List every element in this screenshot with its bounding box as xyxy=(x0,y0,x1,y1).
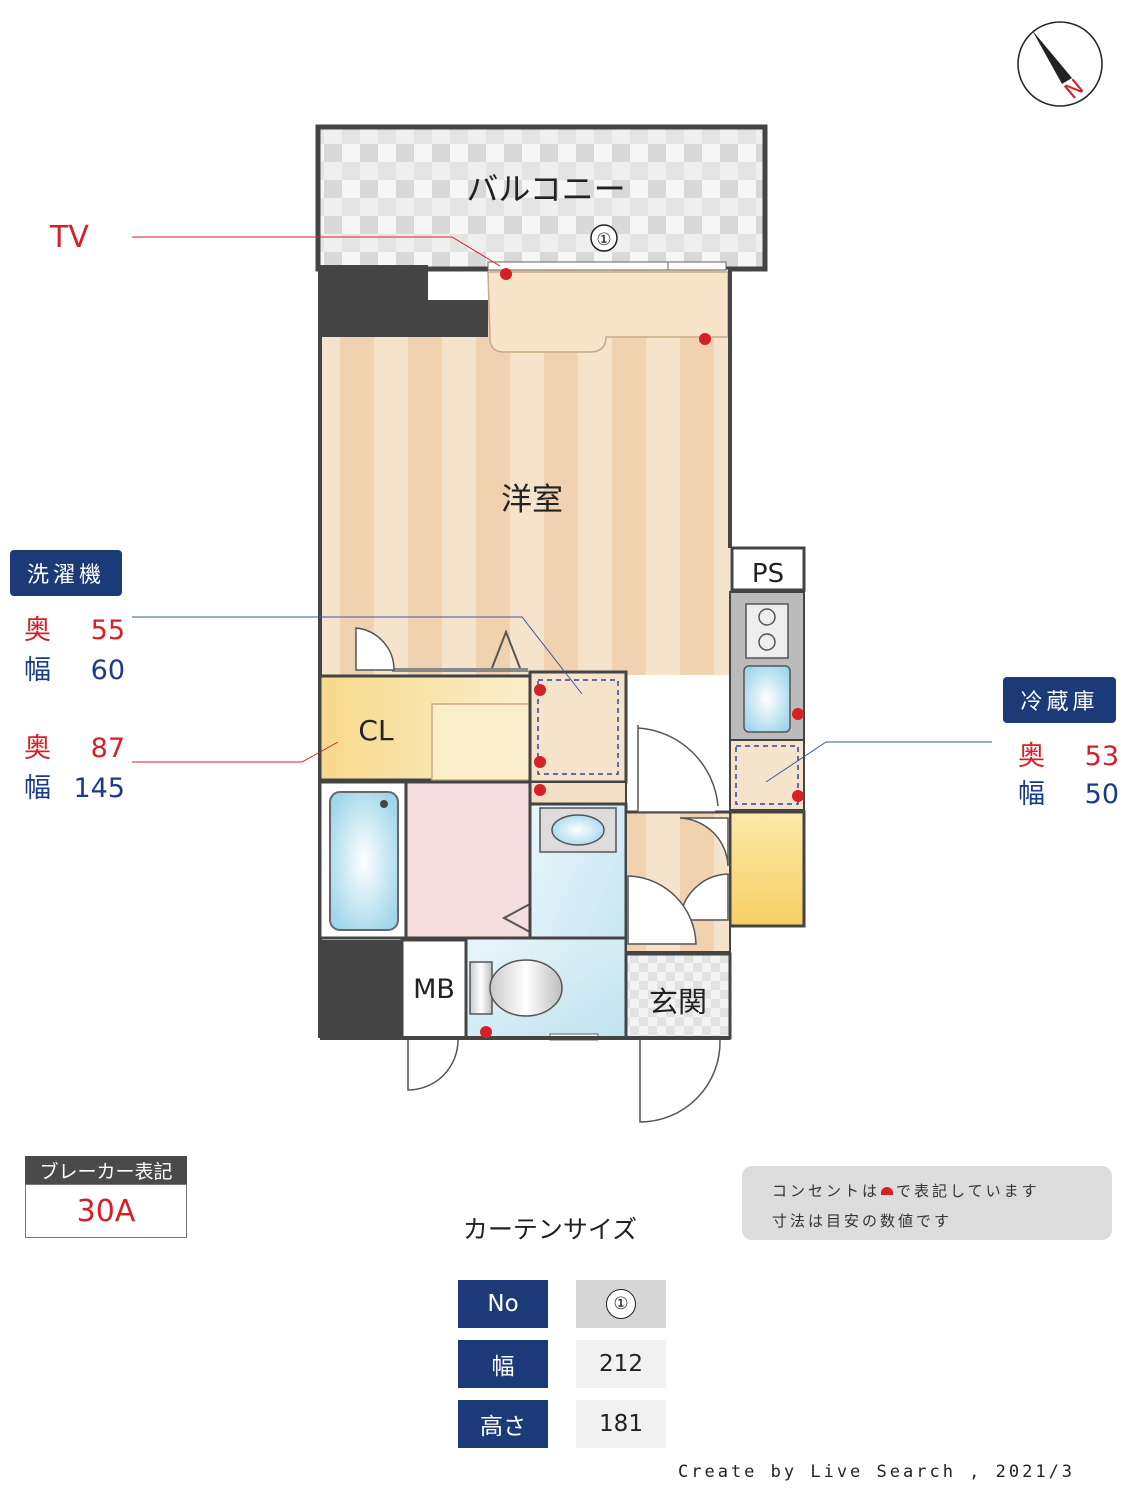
fridge-depth: 奥 53 xyxy=(1018,734,1119,773)
wash-area xyxy=(404,780,532,940)
fridge-width: 幅 50 xyxy=(1018,772,1119,811)
closet-width-label: 幅 xyxy=(24,773,51,804)
washer-space xyxy=(537,679,619,775)
western-room-label: 洋室 xyxy=(501,482,563,518)
credit-text: Create by Live Search , 2021/3 xyxy=(678,1462,1076,1482)
western-room-floor xyxy=(320,337,730,675)
note-line-1-pre: コンセントは xyxy=(772,1182,881,1200)
washer-width-value: 60 xyxy=(90,655,125,686)
fridge-title: 冷蔵庫 xyxy=(1003,677,1116,723)
bathtub xyxy=(329,791,399,931)
mb-box xyxy=(400,938,468,1040)
curtain-title: カーテンサイズ xyxy=(462,1215,638,1244)
wall-block xyxy=(428,300,488,337)
breaker-value: 30A xyxy=(25,1184,187,1238)
closet-label: CL xyxy=(358,714,394,747)
wall-block xyxy=(318,940,402,1038)
outlet-icon xyxy=(534,756,546,768)
outlet-markers xyxy=(480,268,804,1038)
burner-icon xyxy=(758,608,776,626)
toilet-tank xyxy=(469,961,493,1015)
floor-plan: バルコニー ① 洋室 CL PS MB 玄関 xyxy=(132,124,992,1123)
outlet-icon xyxy=(792,790,804,802)
washer-width: 幅 60 xyxy=(24,648,125,687)
outlet-icon xyxy=(534,784,546,796)
kitchen-sink xyxy=(743,665,791,733)
closet-leader-line xyxy=(132,741,339,763)
fridge-width-value: 50 xyxy=(1084,779,1119,810)
curtain-row-value: ① xyxy=(576,1280,666,1328)
fridge-width-label: 幅 xyxy=(1018,779,1045,810)
washer-depth: 奥 55 xyxy=(24,608,125,647)
closet-depth-label: 奥 xyxy=(24,733,51,764)
curtain-row-value: 212 xyxy=(576,1340,666,1388)
washer-title: 洗濯機 xyxy=(10,550,122,596)
curtain-row-label: 高さ xyxy=(458,1400,548,1448)
door-icon xyxy=(679,817,729,867)
washer-depth-label: 奥 xyxy=(24,615,51,646)
closet-depth-value: 87 xyxy=(90,733,125,764)
curtain-row-label: 幅 xyxy=(458,1340,548,1388)
room-door-icon xyxy=(637,727,719,807)
closet-width: 幅 145 xyxy=(24,766,125,805)
note-line-2: 寸法は目安の数値です xyxy=(772,1212,953,1230)
tv-label: TV xyxy=(50,220,89,255)
outlet-icon xyxy=(792,708,804,720)
curtain-row-label: No xyxy=(458,1280,548,1328)
breaker-label: ブレーカー表記 xyxy=(25,1156,187,1184)
outlet-icon xyxy=(699,333,711,345)
legend-note: コンセントはで表記しています 寸法は目安の数値です xyxy=(742,1166,1112,1240)
ps-box xyxy=(730,546,806,592)
compass-needle-icon xyxy=(1032,30,1072,84)
front-door-icon xyxy=(639,1039,721,1123)
outlet-legend-icon xyxy=(881,1187,894,1195)
closet-width-value: 145 xyxy=(73,773,125,804)
entrance-label: 玄関 xyxy=(649,985,707,1019)
bay-counter xyxy=(487,271,729,353)
washer-leader-line xyxy=(132,616,583,695)
entrance xyxy=(624,952,732,1040)
fridge-leader-line xyxy=(765,741,992,783)
shoe-cabinet xyxy=(728,810,806,928)
door-icon xyxy=(627,875,697,945)
burner-icon xyxy=(758,633,776,651)
mb-door-icon xyxy=(407,1039,459,1091)
washer-width-label: 幅 xyxy=(24,655,51,686)
ps-label: PS xyxy=(752,559,784,589)
wall-block xyxy=(318,265,428,337)
outlet-icon xyxy=(534,684,546,696)
fridge-depth-value: 53 xyxy=(1084,741,1119,772)
note-line-1: コンセントはで表記しています xyxy=(772,1180,1040,1201)
tv-leader-line xyxy=(132,236,501,267)
note-line-1-post: で表記しています xyxy=(896,1182,1040,1200)
closet-door-icon xyxy=(355,627,395,671)
closet-depth: 奥 87 xyxy=(24,726,125,765)
balcony-window xyxy=(487,261,669,271)
washer-depth-value: 55 xyxy=(90,615,125,646)
curtain-no-marker: ① xyxy=(606,1289,636,1319)
curtain-row-value: 181 xyxy=(576,1400,666,1448)
balcony-label: バルコニー xyxy=(466,170,625,208)
outlet-icon xyxy=(500,268,512,280)
compass: N xyxy=(1017,21,1103,107)
mb-label: MB xyxy=(413,974,455,1005)
outlet-icon xyxy=(480,1026,492,1038)
fridge-space xyxy=(735,745,799,805)
toilet-icon xyxy=(489,959,563,1017)
fridge-depth-label: 奥 xyxy=(1018,741,1045,772)
window-marker: ① xyxy=(596,230,611,250)
